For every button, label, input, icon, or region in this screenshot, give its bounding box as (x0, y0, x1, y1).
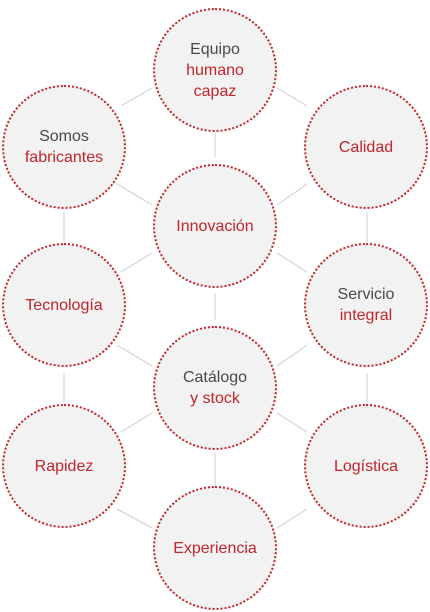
connector (120, 412, 153, 433)
node-rapidez: Rapidez (2, 404, 126, 528)
node-catalogo-y-stock: Catálogo y stock (153, 326, 277, 450)
node-label: Innovación (176, 217, 254, 235)
node-calidad: Calidad (304, 85, 428, 209)
node-servicio-integral: Servicio integral (304, 243, 428, 367)
node-label: Rapidez (34, 457, 94, 475)
connector (116, 344, 153, 367)
node-label: Somos (39, 128, 89, 145)
node-label: Catálogo (182, 369, 248, 386)
node-label: Experiencia (173, 539, 257, 557)
node-logistica: Logística (304, 404, 428, 528)
node-innovacion: Innovación (153, 164, 277, 288)
node-label: integral (339, 307, 393, 324)
node-label: y stock (190, 390, 240, 407)
node-label: Calidad (338, 138, 394, 156)
connector (276, 87, 308, 107)
node-label: fabricantes (24, 149, 104, 166)
node-label: Equipo (190, 40, 240, 58)
connector (116, 183, 153, 206)
node-label: Tecnología (25, 296, 103, 314)
node-experiencia: Experiencia (153, 486, 277, 610)
node-label: capaz (193, 82, 237, 100)
connector (276, 412, 308, 433)
node-label: Logística (333, 457, 399, 475)
connector (120, 252, 153, 273)
connector (116, 508, 153, 529)
node-label: Servicio (337, 286, 395, 303)
connector (276, 344, 308, 367)
node-equipo-humano-capaz: Equipo humano capaz (153, 8, 277, 132)
node-somos-fabricantes: Somos fabricantes (2, 85, 126, 209)
connector (120, 87, 153, 107)
connector (276, 183, 308, 206)
connector (276, 252, 308, 273)
connector (276, 508, 308, 529)
node-tecnologia: Tecnología (2, 243, 126, 367)
node-label: humano (186, 61, 244, 79)
